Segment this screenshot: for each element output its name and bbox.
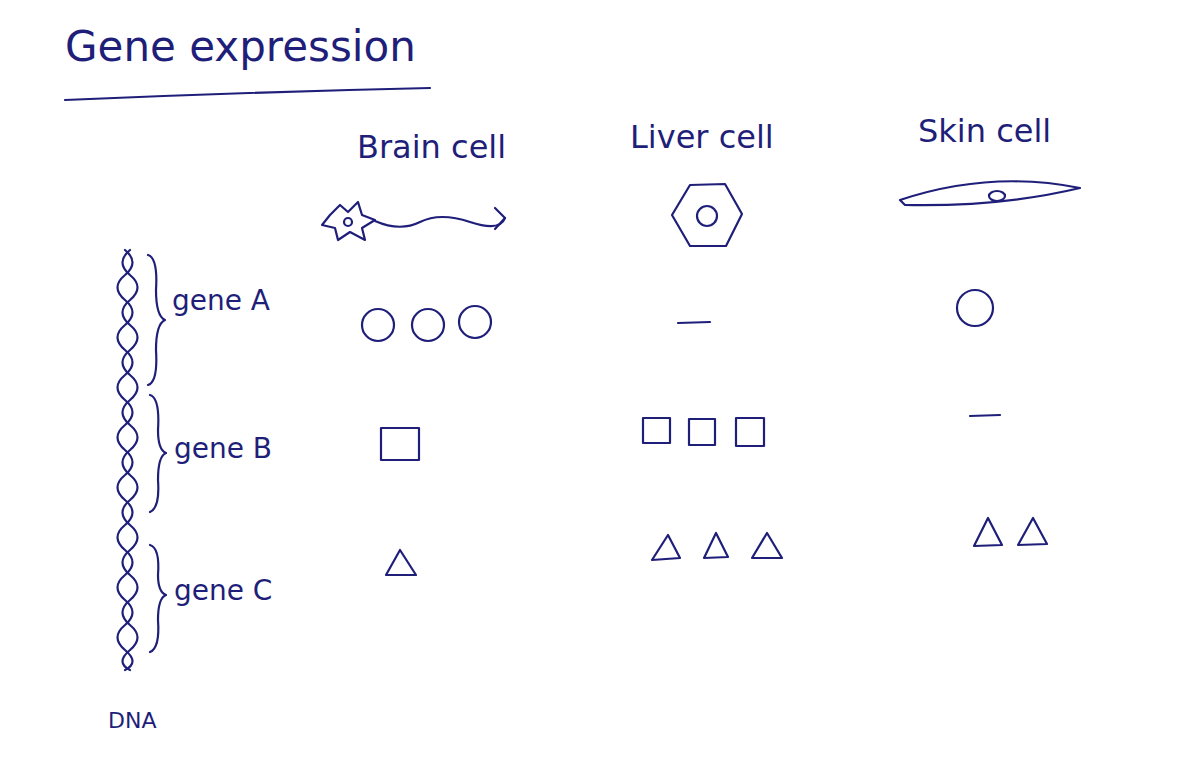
- protein-circle: [459, 306, 491, 338]
- no-expression-dash: [678, 322, 710, 323]
- gene-bracket: [150, 545, 166, 652]
- gene-label: gene C: [174, 574, 272, 608]
- skin-nucleus: [989, 191, 1005, 201]
- protein-circle: [957, 290, 993, 326]
- no-expression-dash: [970, 415, 1000, 416]
- liver-cell-outline: [672, 184, 742, 246]
- skin-cell-outline: [900, 181, 1080, 205]
- neuron-body: [322, 202, 375, 240]
- dna-strand: [123, 250, 138, 670]
- protein-triangle: [386, 550, 416, 575]
- cell-type-label: Brain cell: [357, 128, 506, 166]
- protein-triangle: [652, 535, 680, 560]
- gene-bracket: [148, 255, 165, 385]
- protein-square: [689, 419, 715, 445]
- protein-square: [643, 418, 670, 443]
- gene-label: gene B: [174, 432, 272, 466]
- axon-terminal: [495, 208, 505, 229]
- protein-triangle: [752, 533, 782, 558]
- page-title: Gene expression: [65, 22, 416, 72]
- protein-square: [381, 428, 419, 460]
- dna-label: DNA: [108, 708, 156, 734]
- title-underline: [65, 88, 430, 100]
- protein-triangle: [704, 533, 728, 558]
- cell-type-label: Skin cell: [918, 112, 1051, 150]
- neuron-nucleus: [344, 218, 352, 226]
- gene-label: gene A: [172, 284, 270, 318]
- liver-nucleus: [697, 206, 717, 226]
- protein-circle: [362, 309, 394, 341]
- gene-bracket: [150, 395, 166, 512]
- protein-circle: [412, 309, 444, 341]
- protein-square: [736, 418, 764, 446]
- protein-triangle: [974, 518, 1002, 546]
- cell-type-label: Liver cell: [630, 118, 774, 156]
- protein-triangle: [1018, 518, 1047, 545]
- neuron-axon: [375, 217, 505, 227]
